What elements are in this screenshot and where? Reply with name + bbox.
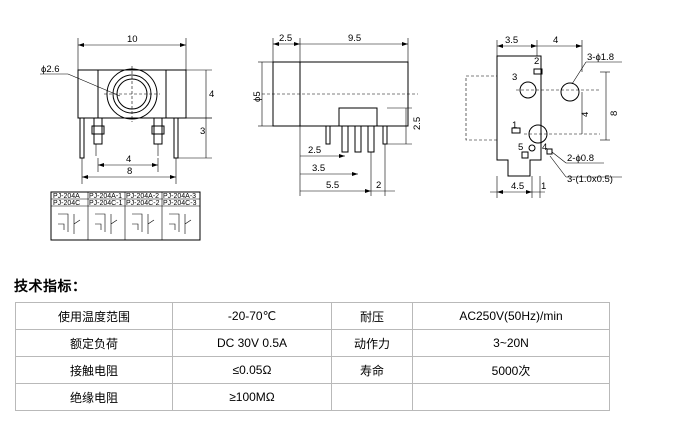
- dim-p1: 2.5: [308, 145, 321, 156]
- front-view: 10 ϕ2.6 4 3: [40, 34, 214, 184]
- spec-value: [412, 383, 610, 411]
- spec-label: 使用温度范围: [15, 302, 173, 330]
- dim-height: 4: [209, 89, 214, 100]
- spec-value: AC250V(50Hz)/min: [412, 302, 610, 330]
- dim-bottom: 4.5: [511, 181, 524, 192]
- dim-p3: 5.5: [326, 180, 339, 191]
- pin-2: 2: [534, 56, 539, 67]
- model-a: PJ-204A: [53, 193, 80, 200]
- dim-mid: 4: [580, 112, 591, 117]
- spec-value: -20-70℃: [172, 302, 332, 330]
- spec-label: 寿命: [331, 356, 413, 384]
- model-c1: PJ-204C-1: [89, 200, 123, 207]
- spec-value: 3~20N: [412, 329, 610, 357]
- spec-label: 额定负荷: [15, 329, 173, 357]
- dim-left: 3.5: [505, 35, 518, 46]
- model-c2: PJ-204C-2: [126, 200, 160, 207]
- model-a2: PJ-204A-2: [126, 193, 159, 200]
- dim-small: 1: [541, 181, 546, 192]
- dim-body: 9.5: [348, 33, 361, 44]
- pin-5: 5: [518, 142, 523, 153]
- spec-label: 接触电阻: [15, 356, 173, 384]
- model-a3: PJ-204A-3: [163, 193, 196, 200]
- pin-1: 1: [512, 120, 517, 131]
- spec-table: 使用温度范围 -20-70℃ 耐压 AC250V(50Hz)/min 额定负荷 …: [15, 302, 610, 411]
- dim-p2: 3.5: [312, 163, 325, 174]
- spec-label: 绝缘电阻: [15, 383, 173, 411]
- pin-4: 4: [542, 142, 547, 153]
- spec-value: ≥100MΩ: [172, 383, 332, 411]
- model-table: PJ-204A PJ-204A-1 PJ-204A-2 PJ-204A-3 PJ…: [50, 191, 201, 241]
- spec-value: ≤0.05Ω: [172, 356, 332, 384]
- dim-bottom-height: 8: [609, 111, 620, 116]
- table-row: 额定负荷 DC 30V 0.5A 动作力 3~20N: [15, 329, 610, 357]
- model-a1: PJ-204A-1: [89, 193, 122, 200]
- model-c3: PJ-204C-3: [163, 200, 197, 207]
- dim-p4: 2: [376, 180, 381, 191]
- dim-pins: 2-ϕ0.8: [567, 153, 594, 164]
- table-row: 接触电阻 ≤0.05Ω 寿命 5000次: [15, 356, 610, 384]
- spec-label: 动作力: [331, 329, 413, 357]
- dim-pin-length: 3: [200, 126, 205, 137]
- model-c: PJ-204C: [53, 200, 80, 207]
- spec-value: 5000次: [412, 356, 610, 384]
- spec-label: [331, 383, 413, 411]
- dim-front: 2.5: [279, 33, 292, 44]
- dim-width: 10: [127, 34, 138, 45]
- dim-slots: 3-(1.0x0.5): [567, 174, 613, 185]
- dim-right: 4: [553, 35, 558, 46]
- technical-drawing: 10 ϕ2.6 4 3: [40, 33, 622, 241]
- table-row: 使用温度范围 -20-70℃ 耐压 AC250V(50Hz)/min: [15, 302, 610, 330]
- dim-dia: ϕ5: [252, 91, 263, 102]
- dim-total: 8: [127, 166, 132, 177]
- pcb-view: 3.5 4 3 2 1 5 4 3-ϕ1.8 4 8: [465, 35, 622, 198]
- spec-heading: 技术指标：: [14, 278, 87, 294]
- table-row: 绝缘电阻 ≥100MΩ: [15, 383, 610, 411]
- dim-hole: ϕ2.6: [41, 64, 60, 75]
- pin-3: 3: [512, 72, 517, 83]
- dim-pin-height: 2.5: [412, 117, 423, 130]
- spec-value: DC 30V 0.5A: [172, 329, 332, 357]
- dim-pin-gap: 4: [126, 154, 131, 165]
- spec-label: 耐压: [331, 302, 413, 330]
- dim-holes: 3-ϕ1.8: [587, 52, 614, 63]
- side-view: 2.5 9.5 ϕ5 2.5 2.5 3.5: [252, 33, 423, 196]
